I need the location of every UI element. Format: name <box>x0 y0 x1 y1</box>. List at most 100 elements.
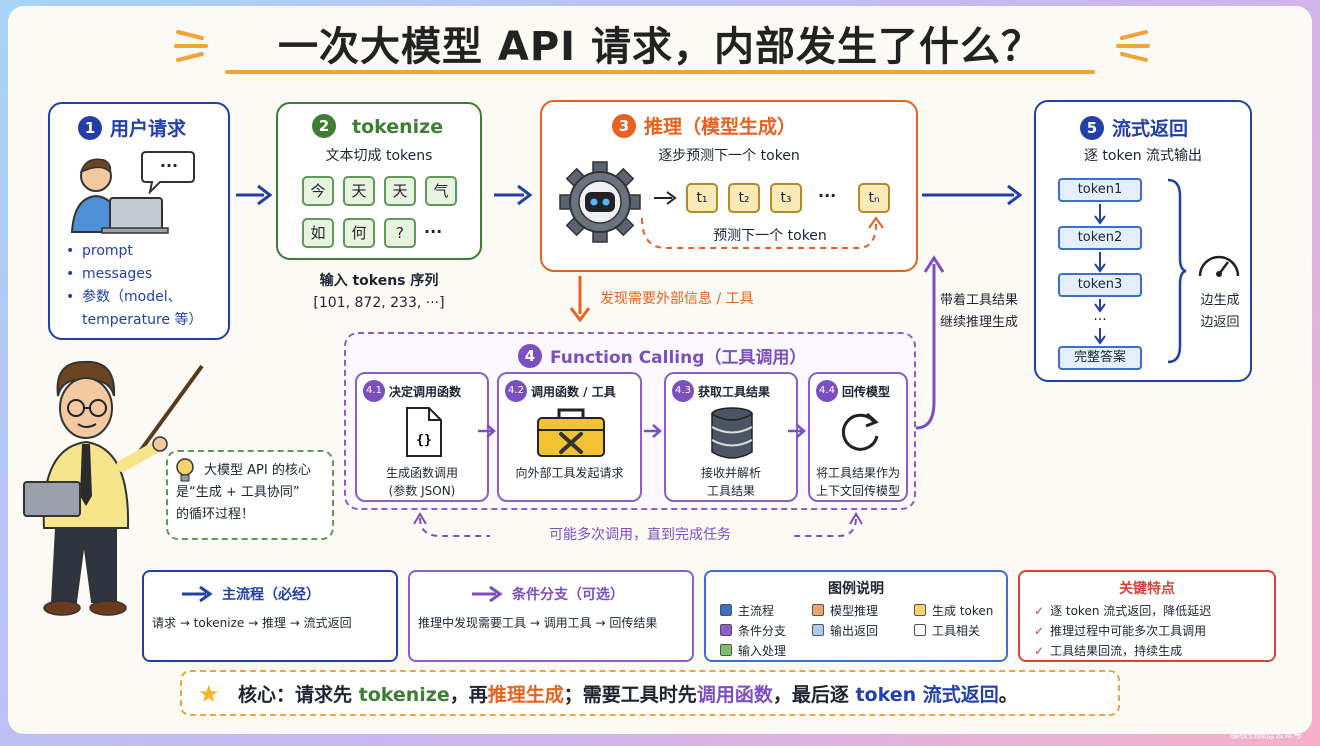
main-flow-panel: 主流程（必经） 请求 → tokenize → 推理 → 流式返回 <box>142 570 398 662</box>
step3-title-text: 推理（模型生成） <box>644 116 797 138</box>
legend-label: 条件分支 <box>738 624 787 638</box>
generated-token-ellipsis: ··· <box>818 186 837 205</box>
legend-swatch <box>812 604 824 616</box>
features-title: 关键特点 <box>1119 581 1175 597</box>
step5-number: 5 <box>1080 116 1104 140</box>
step5-subtitle: 逐 token 流式输出 <box>1083 148 1203 164</box>
generated-token: tₙ <box>858 183 890 213</box>
svg-text:{}: {} <box>416 433 432 448</box>
legend-item: 输入处理 <box>720 642 786 659</box>
core-summary-text: 核心：请求先 tokenize，再推理生成；需要工具时先调用函数，最后逐 tok… <box>238 680 1018 707</box>
step4-number: 4 <box>518 344 542 368</box>
fn-desc-line2: 工具结果 <box>706 484 755 498</box>
fn-step-arrows <box>478 424 806 438</box>
watermark: 版权归微信公众号 <box>1230 731 1303 741</box>
token-tile: 天 <box>384 176 416 206</box>
feature-text: 逐 token 流式返回，降低延迟 <box>1050 604 1212 618</box>
fn-badge: 4.2 <box>505 380 527 402</box>
fn-desc-line2: 上下文回传模型 <box>815 484 900 498</box>
step2-title-text: tokenize <box>352 116 444 138</box>
feature-item: ✓ 逐 token 流式返回，降低延迟 <box>1034 602 1211 619</box>
fn-badge: 4.4 <box>816 380 838 402</box>
document-json-icon: {} <box>406 407 442 457</box>
legend-item: 生成 token <box>914 602 993 619</box>
tip-line-3: 的循环过程！ <box>176 507 255 522</box>
core-keyword-infer: 推理生成 <box>487 684 564 706</box>
tip-line-2: 是“生成 + 工具协同” <box>176 485 300 500</box>
multi-call-loop-arrow <box>413 512 863 537</box>
tip-text: 大模型 API 的核心 是“生成 + 工具协同” 的循环过程！ <box>176 460 311 526</box>
features-panel: 关键特点 ✓ 逐 token 流式返回，降低延迟 ✓推理过程中可能多次工具调用 ✓… <box>1018 570 1276 662</box>
bullet-prompt: prompt <box>66 240 202 263</box>
step3-title: 3 推理（模型生成） <box>612 112 796 139</box>
stream-final-answer: 完整答案 <box>1058 346 1142 370</box>
branch-text: 推理中发现需要工具 → 调用工具 → 回传结果 <box>418 616 658 630</box>
legend-swatch <box>720 644 732 656</box>
fn-label: 调用函数 / 工具 <box>531 385 616 399</box>
stream-side-label: 边生成 边返回 <box>1190 290 1250 334</box>
fn-desc-line1: 向外部工具发起请求 <box>515 466 624 480</box>
fn-label: 决定调用函数 <box>389 385 462 399</box>
arrow-1-to-2 <box>236 184 273 206</box>
generated-token: t₃ <box>770 183 802 213</box>
blue-arrow-icon <box>182 585 213 603</box>
legend-swatch <box>720 624 732 636</box>
stream-token-ellipsis: ··· <box>1093 312 1107 328</box>
step3-number: 3 <box>612 114 636 138</box>
token-tile: 今 <box>302 176 334 206</box>
core-mid-3: ，最后逐 <box>772 684 856 706</box>
step5-title: 5 流式返回 <box>1080 114 1188 141</box>
purple-arrow-icon <box>472 585 503 603</box>
predict-loop-arrow <box>641 216 884 249</box>
fn-desc: 接收并解析 工具结果 <box>666 464 796 500</box>
legend-item: 工具相关 <box>914 622 980 639</box>
stream-brace <box>1167 178 1187 364</box>
input-tokens-seq: [101, 872, 233, ···] <box>313 295 445 311</box>
check-icon: ✓ <box>1034 644 1045 658</box>
feature-item: ✓工具结果回流，持续生成 <box>1034 642 1182 659</box>
title-spark-right-icon <box>1116 30 1150 62</box>
feature-item: ✓推理过程中可能多次工具调用 <box>1034 622 1206 639</box>
step2-subtitle: 文本切成 tokens <box>325 148 433 164</box>
speech-bubble-icon <box>141 151 195 194</box>
fn-badge: 4.1 <box>363 380 385 402</box>
check-icon: ✓ <box>1034 604 1045 618</box>
legend-label: 工具相关 <box>932 624 981 638</box>
title-underline <box>225 70 1095 74</box>
legend-label: 模型推理 <box>830 604 879 618</box>
legend-label: 生成 token <box>932 604 994 618</box>
page-title: 一次大模型 API 请求，内部发生了什么？ <box>277 24 1042 70</box>
tip-box <box>166 450 334 540</box>
arrow-3-to-4 <box>569 276 591 323</box>
fn-desc-line1: 将工具结果作为 <box>815 466 900 480</box>
check-icon: ✓ <box>1034 624 1045 638</box>
return-label-2: 继续推理生成 <box>940 315 1019 330</box>
step4-title-text: Function Calling（工具调用） <box>550 348 807 368</box>
main-flow-text: 请求 → tokenize → 推理 → 流式返回 <box>152 616 352 630</box>
token-tile-ellipsis: ··· <box>424 222 443 241</box>
generated-token: t₁ <box>686 183 718 213</box>
fn-label: 获取工具结果 <box>698 385 771 399</box>
legend-item: 模型推理 <box>812 602 878 619</box>
token-tile: 何 <box>343 218 375 248</box>
step1-number: 1 <box>78 116 102 140</box>
fn-desc-line1: 接收并解析 <box>700 466 761 480</box>
fn-desc-line1: 生成函数调用 <box>385 466 458 480</box>
arrow-small <box>654 191 677 205</box>
core-mid-2: ；需要工具时先 <box>563 684 697 706</box>
token-tile: 如 <box>302 218 334 248</box>
legend-swatch <box>812 624 824 636</box>
return-label-1: 带着工具结果 <box>940 293 1019 308</box>
step5-title-text: 流式返回 <box>1112 118 1189 140</box>
token-tile: 天 <box>343 176 375 206</box>
fn-step-return: 4.4 回传模型 将工具结果作为 上下文回传模型 <box>808 372 908 502</box>
predict-label: 预测下一个 token <box>713 228 827 244</box>
bullet-messages: messages <box>66 263 202 286</box>
fn-desc: 生成函数调用 (参数 JSON) <box>357 464 487 500</box>
return-label: 带着工具结果 继续推理生成 <box>940 290 1018 334</box>
step1-bullets: prompt messages 参数（model、 temperature 等） <box>66 240 202 332</box>
legend-swatch <box>720 604 732 616</box>
stream-side-label-1: 边生成 <box>1200 293 1240 308</box>
legend-panel: 图例说明 主流程 模型推理 生成 token 条件分支 输出返回 工具相关 输入… <box>704 570 1008 662</box>
